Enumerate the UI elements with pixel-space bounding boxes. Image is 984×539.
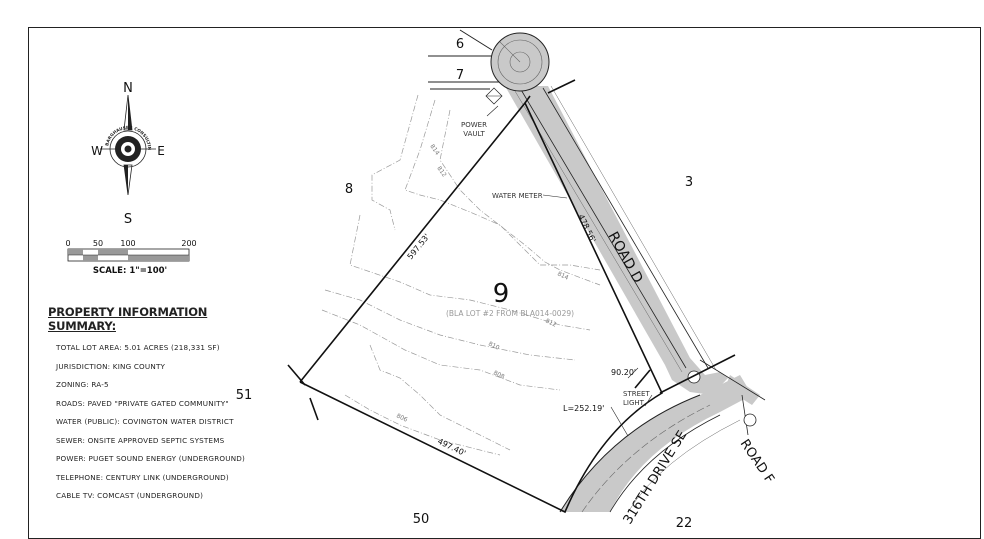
street-light-label: LIGHT bbox=[623, 399, 645, 407]
summary-row: JURISDICTION: KING COUNTY bbox=[56, 361, 166, 371]
lot-9-boundary bbox=[287, 79, 736, 514]
scale-tick-100: 100 bbox=[120, 239, 135, 248]
leader-lines bbox=[486, 105, 653, 437]
summary-row: WATER (PUBLIC): COVINGTON WATER DISTRICT bbox=[56, 417, 234, 426]
scale-bar: 0 50 100 200 SCALE: 1"=100' bbox=[65, 239, 196, 276]
north-arrow-icon: N S E W BARGHAUSEN CONSULTING ENGINEERS,… bbox=[0, 0, 165, 227]
compass-east: E bbox=[157, 144, 165, 158]
contour-label: 812 bbox=[544, 317, 558, 328]
contour-label: 808 bbox=[492, 369, 506, 380]
summary-row: ZONING: RA-5 bbox=[56, 380, 109, 389]
scale-tick-50: 50 bbox=[93, 239, 103, 248]
lot-6-label: 6 bbox=[456, 37, 464, 52]
lot-8-label: 8 bbox=[345, 182, 353, 197]
water-meter-label: WATER METER bbox=[492, 192, 543, 200]
lot-51-label: 51 bbox=[236, 388, 253, 403]
summary-row: CABLE TV: COMCAST (UNDERGROUND) bbox=[56, 491, 204, 500]
drive-316-road bbox=[559, 375, 752, 513]
contour-label: 814 bbox=[556, 270, 570, 281]
compass-north: N bbox=[123, 81, 133, 96]
summary-row: TOTAL LOT AREA: 5.01 ACRES (218,331 SF) bbox=[56, 343, 220, 352]
lot-3-label: 3 bbox=[685, 175, 693, 190]
summary-row: POWER: PUGET SOUND ENERGY (UNDERGROUND) bbox=[56, 454, 246, 463]
dimension-corner: 90.20' bbox=[611, 368, 636, 377]
contour-label: 812 bbox=[435, 165, 447, 179]
contour-labels: 814 812 814 812 810 808 806 bbox=[395, 143, 570, 424]
property-info-summary: PROPERTY INFORMATION SUMMARY: TOTAL LOT … bbox=[48, 305, 278, 509]
scale-tick-200: 200 bbox=[181, 239, 196, 248]
compass-west: W bbox=[91, 144, 103, 158]
road-f-label: ROAD F bbox=[737, 437, 777, 486]
dimension-south: 497.40' bbox=[436, 437, 467, 458]
lot-50-label: 50 bbox=[413, 512, 430, 527]
power-vault-label: POWER bbox=[461, 121, 487, 129]
summary-row: ROADS: PAVED "PRIVATE GATED COMMUNITY" bbox=[56, 398, 229, 408]
contour-label: 810 bbox=[487, 340, 501, 351]
summary-row: SEWER: ONSITE APPROVED SEPTIC SYSTEMS bbox=[56, 435, 225, 445]
compass-logo-text: BARGHAUSEN CONSULTING ENGINEERS, INC. bbox=[0, 0, 152, 151]
summary-row: TELEPHONE: CENTURY LINK (UNDERGROUND) bbox=[56, 472, 229, 482]
scale-label: SCALE: 1"=100' bbox=[93, 266, 167, 276]
lot-7-label: 7 bbox=[456, 68, 464, 83]
contour-label: 814 bbox=[428, 143, 440, 157]
lot-9-label: 9 bbox=[493, 279, 510, 309]
road-d bbox=[490, 32, 728, 395]
lot-9-note: (BLA LOT #2 FROM BLA014-0029) bbox=[446, 309, 574, 318]
street-light-label: STREET bbox=[623, 390, 650, 398]
dimension-arc: L=252.19' bbox=[563, 404, 604, 413]
scale-tick-0: 0 bbox=[65, 239, 70, 248]
compass-south: S bbox=[124, 212, 132, 227]
contour-label: 806 bbox=[395, 412, 409, 423]
power-vault-label: VAULT bbox=[463, 130, 485, 138]
power-vault-icon bbox=[485, 87, 503, 105]
lot-22-label: 22 bbox=[676, 516, 693, 531]
contour-lines bbox=[321, 94, 601, 456]
summary-title: PROPERTY INFORMATION SUMMARY: bbox=[48, 305, 208, 333]
